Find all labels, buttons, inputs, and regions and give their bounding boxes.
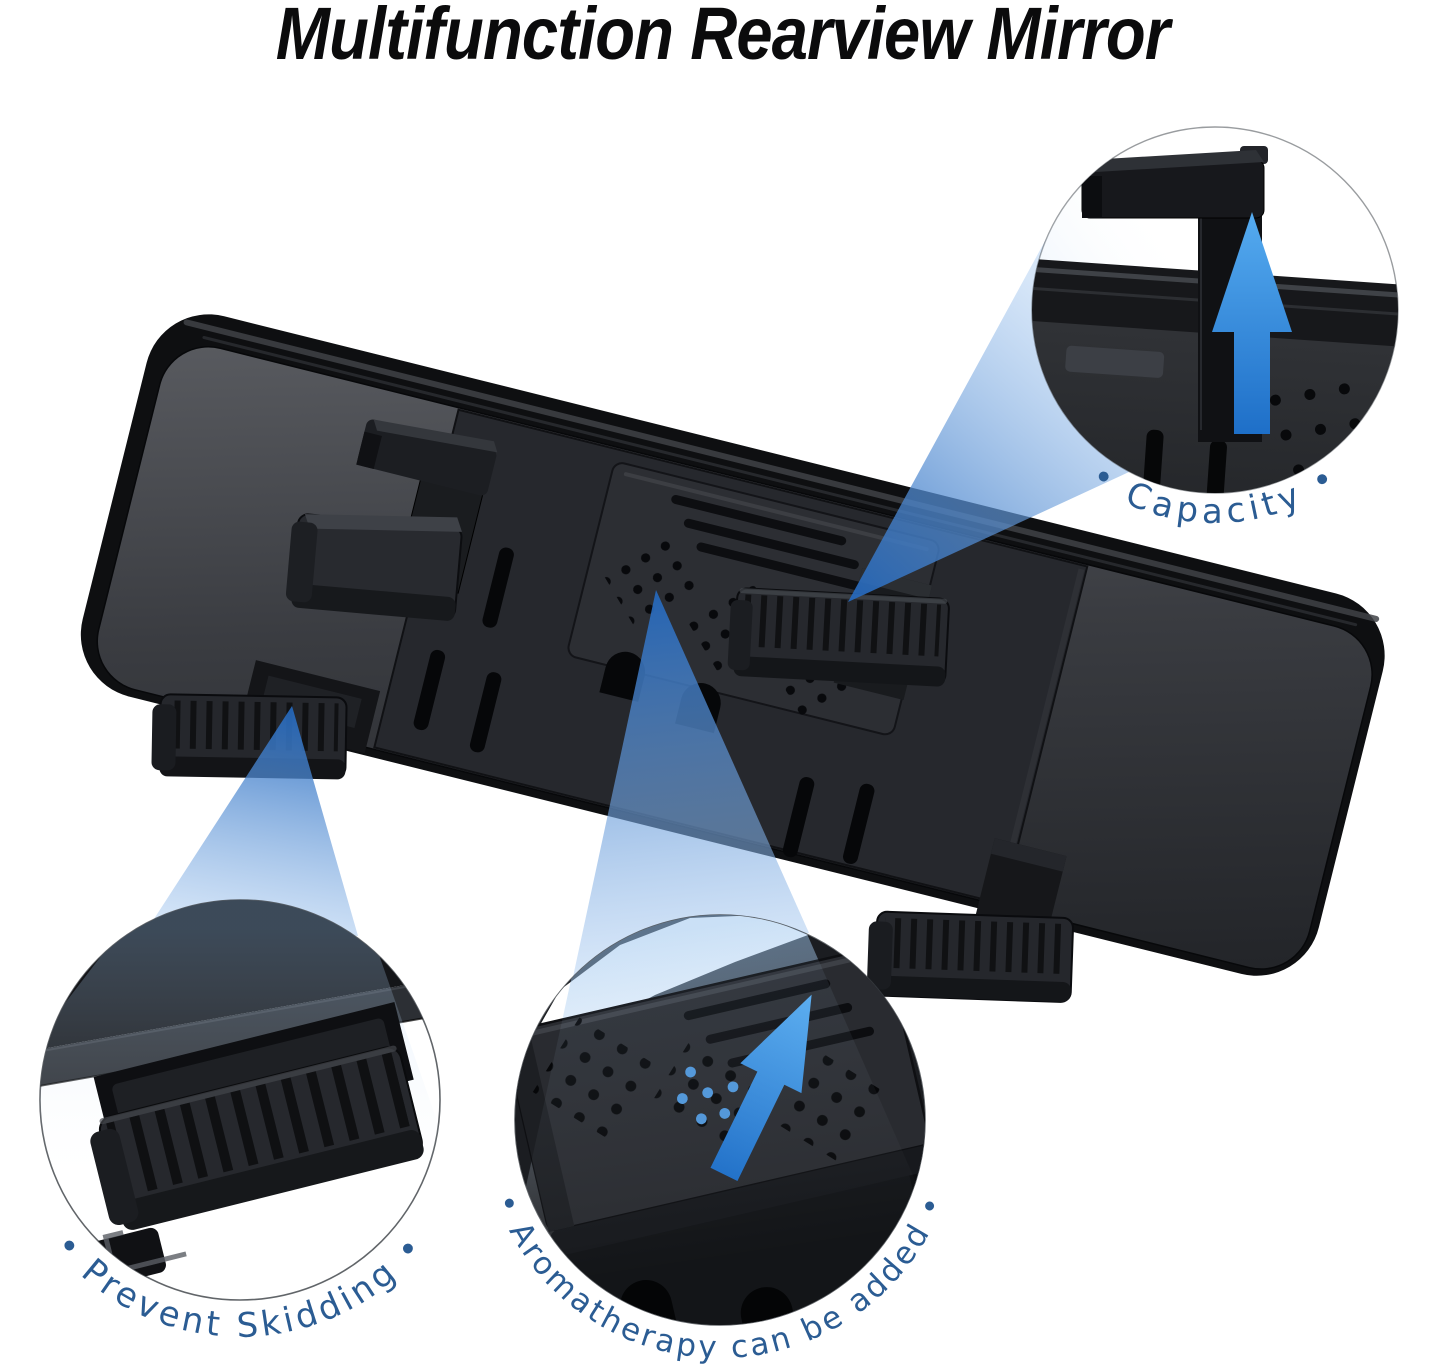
hook-clip-upper-left (285, 419, 498, 621)
callout-capacity-art (1032, 127, 1398, 493)
perforation-cluster (598, 528, 704, 633)
vent-slot (683, 518, 859, 570)
bracket-slots (413, 547, 875, 864)
callout-prevent-skidding-art (40, 900, 440, 1287)
vent-slot (671, 494, 847, 546)
up-arrow-icon (1212, 212, 1292, 434)
vent-slot (696, 542, 872, 593)
callout-aromatherapy-art (515, 915, 925, 1325)
speaker-holes (1269, 383, 1361, 476)
page-title: Multifunction Rearview Mirror (275, 0, 1170, 75)
anti-skid-clip-zoom (90, 1002, 424, 1287)
ribbed-clip-right (727, 568, 950, 701)
clip-bottom-right (867, 838, 1074, 1003)
keyhole-arch (599, 651, 646, 702)
zoom-beam-prevent-skidding (152, 706, 358, 936)
zoom-beam-aromatherapy (573, 590, 809, 977)
